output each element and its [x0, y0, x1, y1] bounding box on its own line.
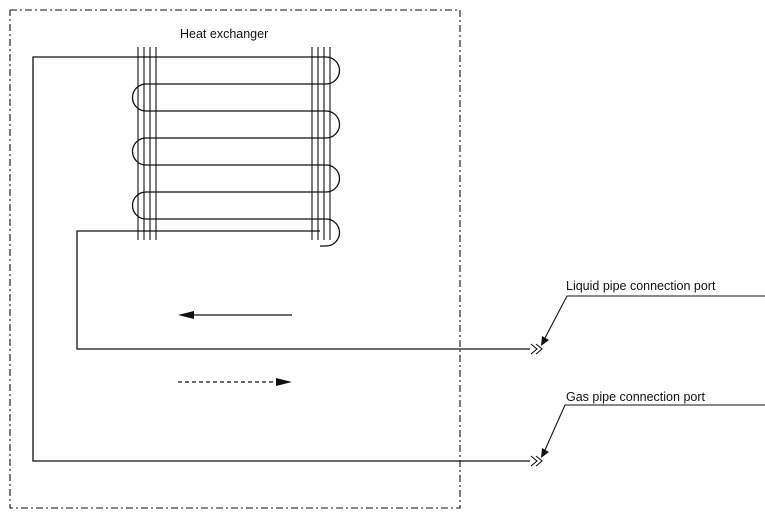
- gas-port-label: Gas pipe connection port: [566, 390, 706, 404]
- unit-boundary: [9, 9, 461, 509]
- gas-pipe: [32, 56, 530, 462]
- liquid-port-symbol: [530, 343, 543, 355]
- dashed-flow-arrow: [178, 378, 292, 386]
- heat-exchanger-label: Heat exchanger: [180, 27, 268, 41]
- liquid-port-leader: [541, 295, 765, 346]
- solid-flow-arrow: [178, 311, 292, 319]
- right-tube-sheet: [311, 47, 331, 240]
- coil-serpentine: [131, 56, 341, 247]
- liquid-port-label: Liquid pipe connection port: [566, 279, 716, 293]
- left-tube-sheet: [137, 47, 157, 240]
- gas-port-leader: [541, 404, 765, 458]
- gas-port-symbol: [530, 455, 543, 467]
- liquid-pipe: [76, 230, 530, 350]
- heat-exchanger-coil: [131, 47, 341, 247]
